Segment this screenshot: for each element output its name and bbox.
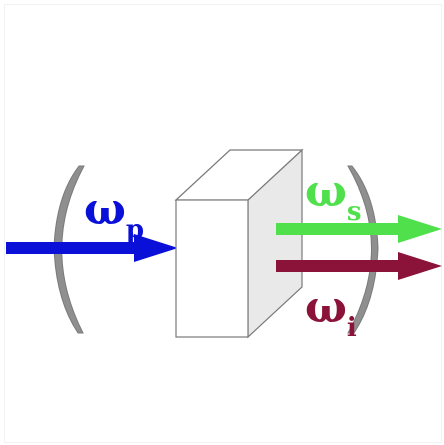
pump-frequency-label: ωp — [84, 184, 144, 245]
pump-subscript: p — [126, 215, 144, 245]
signal-omega: ω — [305, 166, 347, 217]
input-mirror-icon — [53, 165, 85, 334]
image-frame — [4, 4, 442, 443]
signal-frequency-label: ωs — [305, 166, 362, 227]
idler-arrow-icon — [276, 252, 442, 280]
idler-subscript: i — [347, 313, 357, 343]
idler-omega: ω — [305, 282, 347, 333]
signal-subscript: s — [347, 197, 362, 227]
pump-omega: ω — [84, 184, 126, 235]
pump-arrow-icon — [6, 234, 178, 262]
idler-frequency-label: ωi — [305, 282, 357, 343]
signal-arrow-icon — [276, 215, 442, 243]
output-mirror-icon — [347, 165, 379, 334]
nonlinear-crystal-icon — [174, 148, 304, 339]
